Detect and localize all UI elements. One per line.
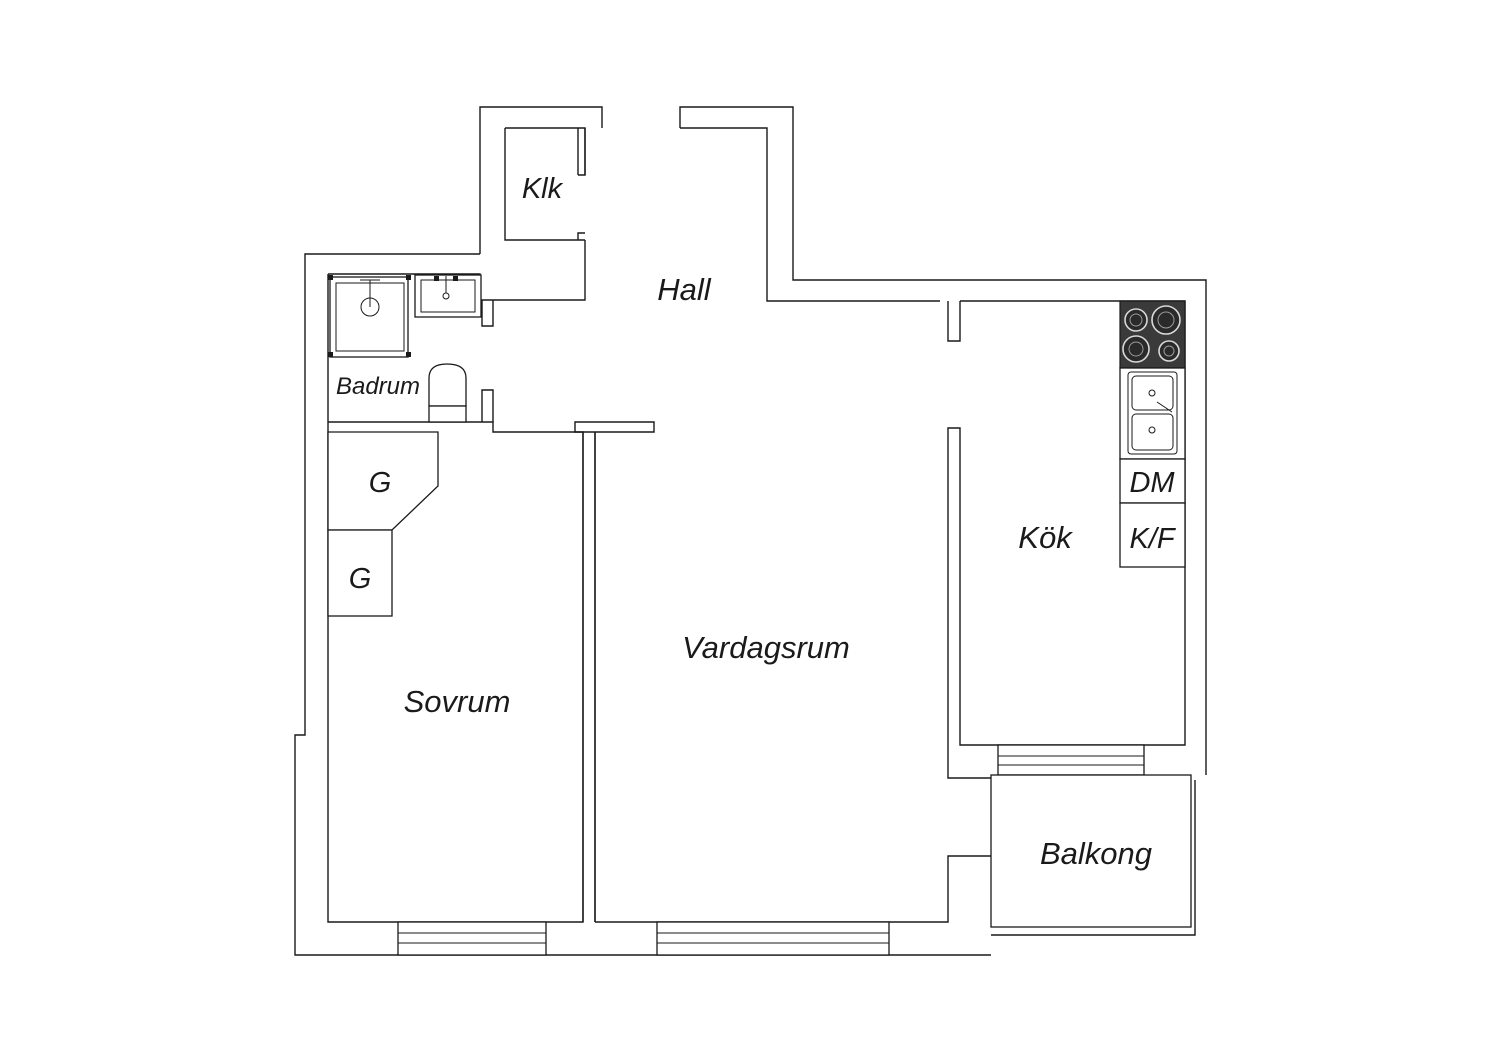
windows <box>397 744 1145 956</box>
kitchen-fixtures <box>1119 300 1186 568</box>
room-label-hall: Hall <box>657 272 712 307</box>
balcony <box>990 774 1196 936</box>
klk-walls <box>577 128 586 240</box>
wardrobe-label-1: G <box>369 467 392 499</box>
room-label-kok: Kök <box>1018 520 1073 555</box>
bathroom-walls <box>481 300 494 422</box>
room-label-vardagsrum: Vardagsrum <box>682 630 850 665</box>
dishwasher-label: DM <box>1129 467 1175 499</box>
bathroom-fixtures <box>328 274 482 423</box>
wardrobe-label-2: G <box>349 563 372 595</box>
fridge-freezer-label: K/F <box>1129 523 1176 555</box>
kitchen-wall-stub <box>947 301 961 342</box>
room-label-badrum: Badrum <box>336 373 420 400</box>
room-label-sovrum: Sovrum <box>404 684 511 719</box>
room-label-klk: Klk <box>522 173 564 205</box>
room-label-balkong: Balkong <box>1040 836 1152 871</box>
bedroom-living-wall <box>582 432 596 922</box>
wardrobes <box>327 431 439 617</box>
